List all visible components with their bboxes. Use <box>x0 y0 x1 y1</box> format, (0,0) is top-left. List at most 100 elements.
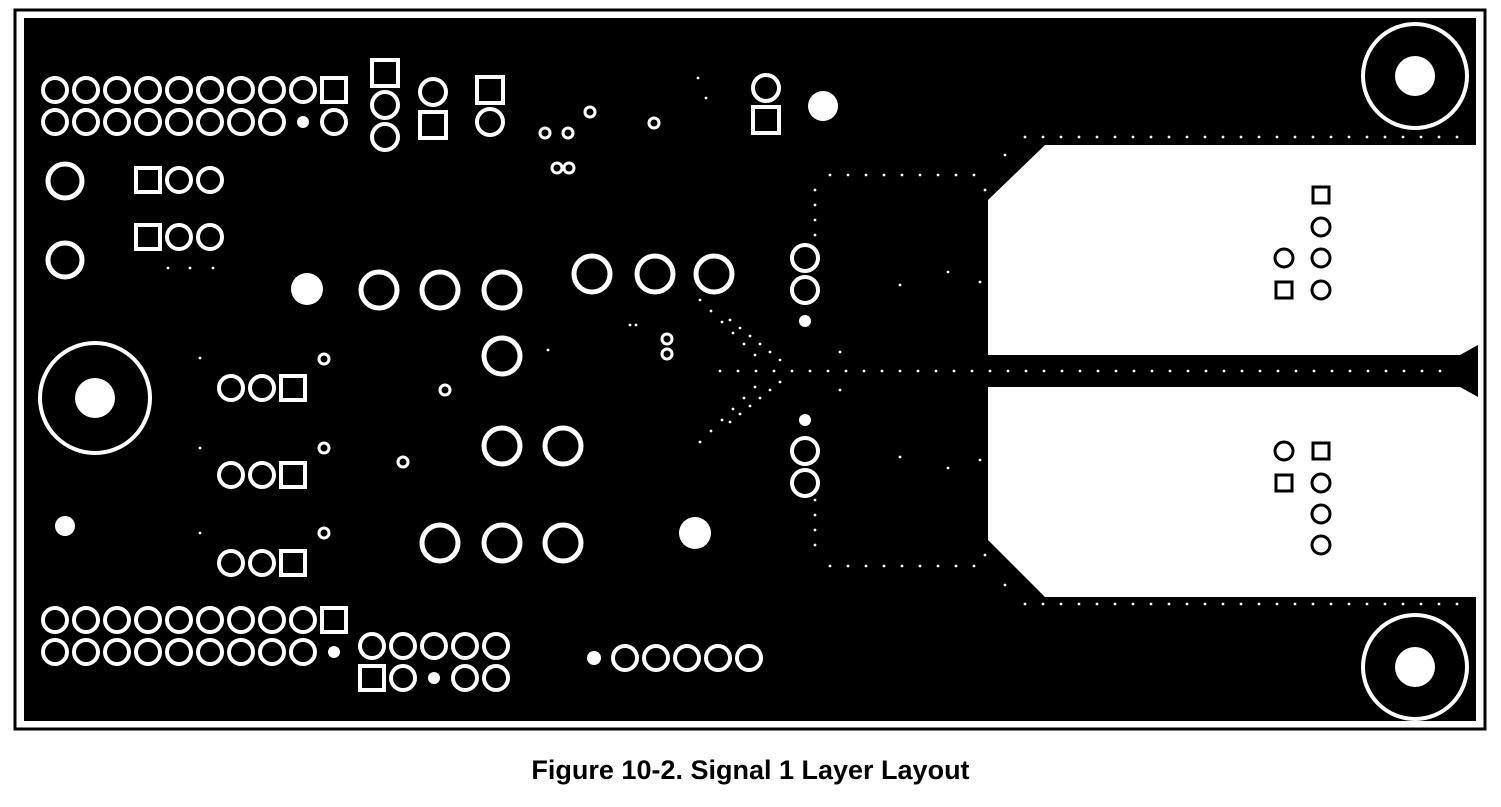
stitch-via <box>720 418 724 422</box>
small-via <box>317 352 331 366</box>
stitch-via <box>1366 369 1370 373</box>
header-top-pin <box>258 76 286 104</box>
header-2x5-pin <box>358 632 386 660</box>
header-bottom-pin <box>227 638 255 666</box>
stitch-via <box>813 218 817 222</box>
stitch-via <box>864 564 868 568</box>
header-2x5-pin <box>389 664 417 692</box>
stitch-via <box>946 466 950 470</box>
stitch-via <box>954 173 958 177</box>
header-3pin-d-pin-1 <box>279 461 307 489</box>
header-bottom-pin <box>258 606 286 634</box>
rj-pad <box>1310 216 1332 238</box>
header-3pin-b-pin <box>165 223 193 251</box>
stitch-via <box>1003 583 1007 587</box>
stitch-via <box>813 203 817 207</box>
test-point <box>45 240 85 280</box>
rj-pad-1 <box>1311 441 1331 461</box>
stitch-via <box>754 369 758 373</box>
header-top-pin <box>320 108 348 136</box>
test-point <box>45 161 85 201</box>
small-via <box>538 126 552 140</box>
header-top-pin <box>165 108 193 136</box>
header-top-pin <box>103 108 131 136</box>
jumper-vertical-pin <box>370 90 400 120</box>
stitch-via <box>1096 369 1100 373</box>
jumper-vertical-pin-1 <box>370 58 400 88</box>
header-bottom-pin <box>72 638 100 666</box>
stitch-via <box>1131 135 1135 139</box>
stitch-via <box>1203 602 1207 606</box>
board-border <box>13 8 1487 731</box>
stitch-via <box>978 280 982 284</box>
stitch-via <box>900 173 904 177</box>
header-2x5-pin-1 <box>358 664 386 692</box>
stitch-via <box>1258 369 1262 373</box>
header-bottom-pin <box>72 606 100 634</box>
figure-caption: Figure 10-2. Signal 1 Layer Layout <box>531 755 970 785</box>
copper-fill-regions <box>988 145 1478 597</box>
pcb-layout <box>13 8 1487 731</box>
stitch-via <box>1185 602 1189 606</box>
connector-pad <box>790 468 820 498</box>
stitch-via <box>753 385 757 389</box>
stitch-via <box>1006 369 1010 373</box>
via <box>799 315 811 327</box>
rj-pad <box>1310 534 1332 556</box>
header-1x5-pin <box>642 644 670 672</box>
stitch-via <box>1438 369 1442 373</box>
lower-clear-region <box>988 387 1478 597</box>
stitch-via <box>952 369 956 373</box>
header-1x5-pin <box>704 644 732 672</box>
small-via <box>583 105 597 119</box>
stitch-via <box>709 429 713 433</box>
header-bottom-pin <box>196 638 224 666</box>
stitch-via <box>1023 135 1027 139</box>
terminal-pad <box>571 253 613 295</box>
board-outline <box>13 8 1487 731</box>
header-bottom-pin <box>134 606 162 634</box>
stitch-via <box>742 396 746 400</box>
rj-pad <box>1273 440 1295 462</box>
header-3pin-d-pin <box>217 461 245 489</box>
stitch-via <box>1347 602 1351 606</box>
terminal-pad <box>481 522 523 564</box>
rj-pad <box>1273 247 1295 269</box>
small-via <box>660 347 674 361</box>
stitch-via <box>813 528 817 532</box>
stitch-via <box>988 369 992 373</box>
terminal-pad <box>358 269 400 311</box>
header-top-pin <box>41 76 69 104</box>
terminal-pad <box>542 425 584 467</box>
header-top-pin <box>72 76 100 104</box>
small-via <box>317 526 331 540</box>
stitch-via <box>1078 369 1082 373</box>
stitch-via <box>1095 135 1099 139</box>
stitch-via <box>918 173 922 177</box>
stitch-via <box>838 350 842 354</box>
stitch-via <box>826 369 830 373</box>
header-1x5-pin <box>673 644 701 672</box>
large-via <box>291 273 323 305</box>
stitch-via <box>728 420 732 424</box>
stitch-via <box>738 412 742 416</box>
stitch-via <box>758 342 762 346</box>
header-2x5-pin <box>451 664 479 692</box>
stitch-via <box>1131 602 1135 606</box>
stitch-via <box>1455 602 1459 606</box>
stitch-via <box>1239 135 1243 139</box>
stitch-via <box>1186 369 1190 373</box>
stitch-via <box>211 266 215 270</box>
mounting-hole-top-right-ring <box>1361 22 1469 130</box>
stitch-via <box>1294 369 1298 373</box>
header-2x5-via <box>428 672 440 684</box>
stitch-via <box>1024 369 1028 373</box>
jumper-pin-1 <box>475 75 505 105</box>
stitch-via <box>188 266 192 270</box>
stitch-via <box>1329 602 1333 606</box>
stitch-via <box>768 350 772 354</box>
stitch-via <box>1383 135 1387 139</box>
stitch-via <box>758 396 762 400</box>
header-bottom-pin <box>165 606 193 634</box>
terminal-pad <box>419 269 461 311</box>
